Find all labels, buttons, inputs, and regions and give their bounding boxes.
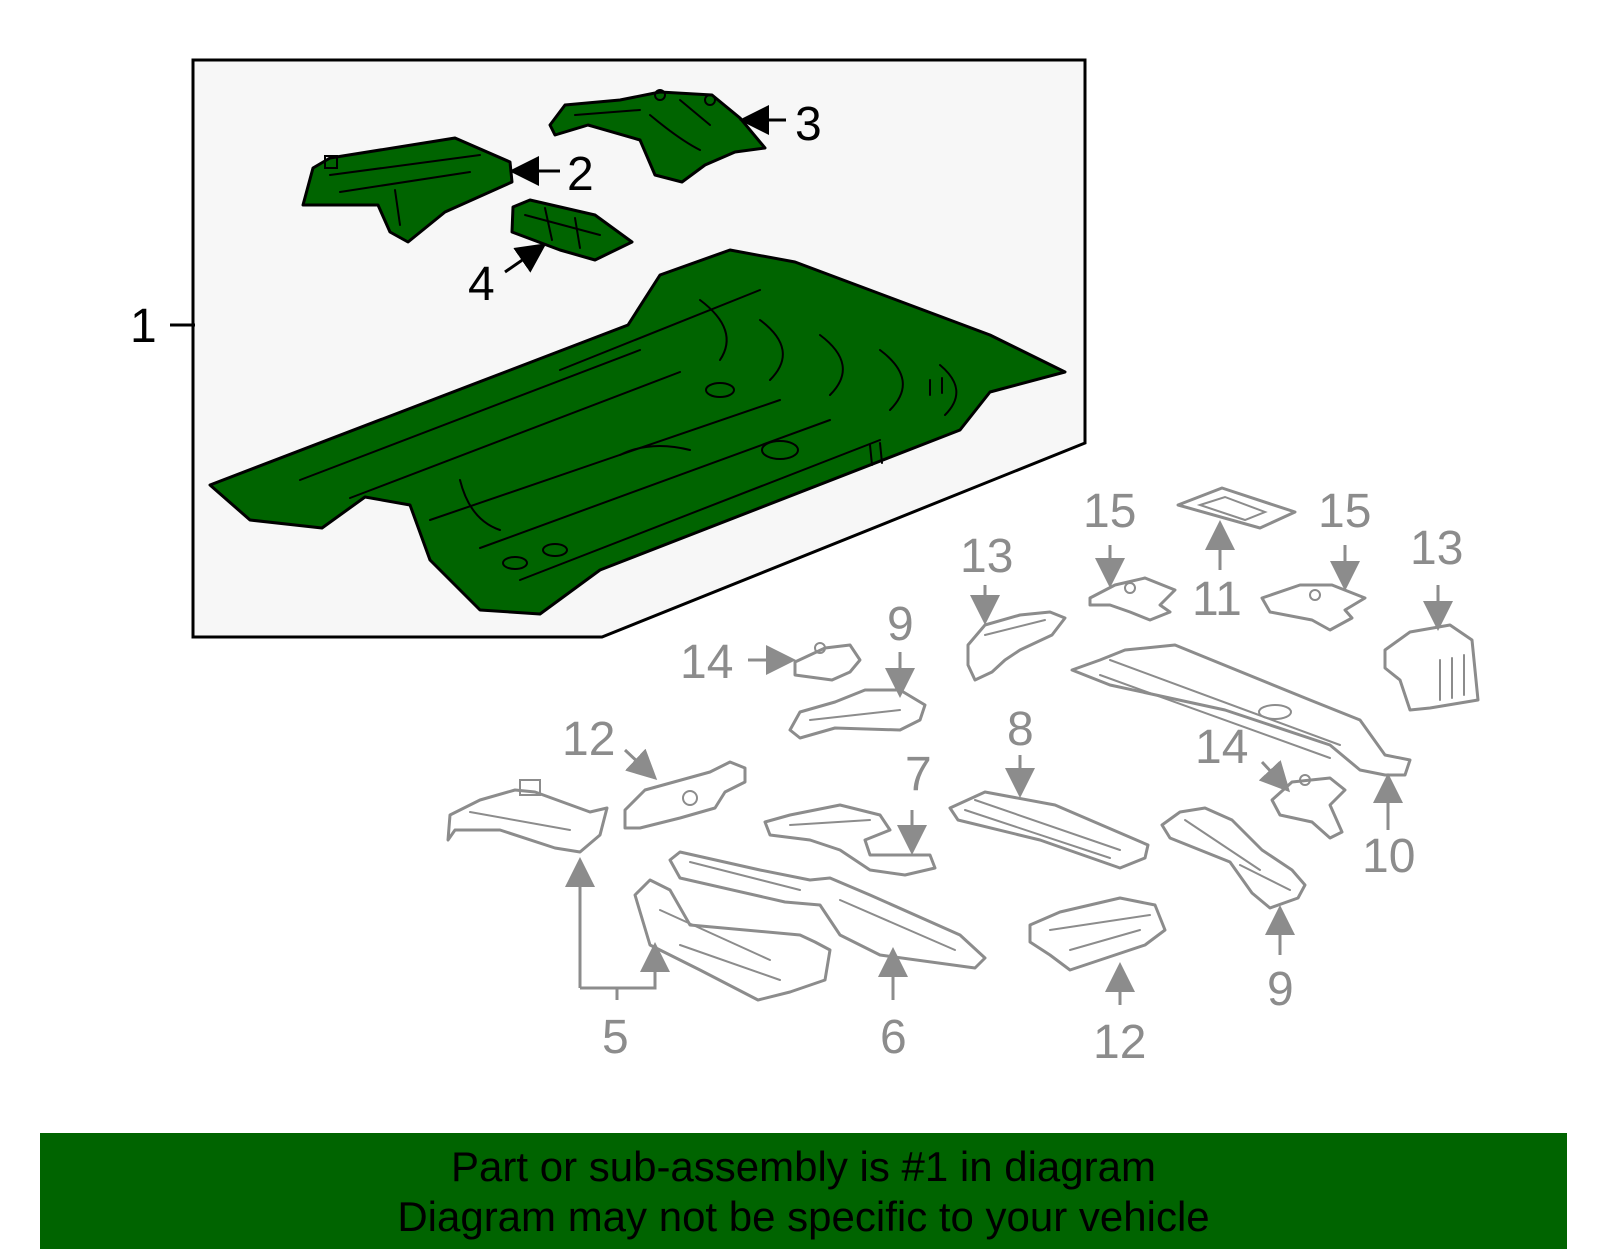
rail-part-5b[interactable] [633,878,832,1002]
callout-10: 10 [1362,830,1415,883]
callout-1: 1 [130,300,157,353]
callout-13-left: 13 [960,530,1013,583]
callout-8: 8 [1007,703,1034,756]
callout-4: 4 [468,258,495,311]
info-banner: Part or sub-assembly is #1 in diagram Di… [40,1133,1567,1249]
crossmember-part-10[interactable] [1070,643,1412,777]
callout-7: 7 [905,748,932,801]
callout-11: 11 [1192,573,1242,626]
callout-12-top: 12 [562,713,615,766]
support-part-4[interactable] [510,198,634,262]
bracket-part-12a[interactable] [623,760,747,830]
bracket-part-7[interactable] [763,803,937,877]
bracket-part-13b[interactable] [1383,623,1480,712]
bracket-part-9a[interactable] [788,688,927,740]
rail-part-9b[interactable] [1160,806,1307,910]
bracket-part-15b[interactable] [1260,583,1367,632]
bracket-part-12b[interactable] [1028,896,1167,972]
callout-15-left: 15 [1083,485,1136,538]
support-part-2[interactable] [301,136,514,244]
callout-6: 6 [880,1011,907,1064]
rail-part-6[interactable] [668,850,987,970]
callout-2: 2 [567,148,594,201]
floor-pan-part-1[interactable] [208,248,1067,616]
banner-line-2: Diagram may not be specific to your vehi… [397,1193,1210,1240]
bracket-part-14a[interactable] [793,642,862,682]
callout-15-right: 15 [1318,485,1371,538]
callout-9-top: 9 [887,598,914,651]
callout-13-right: 13 [1410,522,1463,575]
callout-9-bottom: 9 [1267,963,1294,1016]
crossmember-part-8[interactable] [948,790,1150,870]
callout-12-bottom: 12 [1093,1016,1146,1069]
callout-3: 3 [795,98,822,151]
bracket-part-14b[interactable] [1270,774,1347,840]
bracket-part-13a[interactable] [966,610,1067,682]
banner-line-1: Part or sub-assembly is #1 in diagram [451,1143,1156,1190]
rail-part-5a[interactable] [446,779,609,854]
bracket-part-15a[interactable] [1088,576,1177,622]
callout-5: 5 [602,1011,629,1064]
support-part-3[interactable] [548,89,767,184]
plate-part-11[interactable] [1176,486,1297,530]
callout-14-right: 14 [1195,721,1248,774]
callout-14-left: 14 [680,636,733,689]
